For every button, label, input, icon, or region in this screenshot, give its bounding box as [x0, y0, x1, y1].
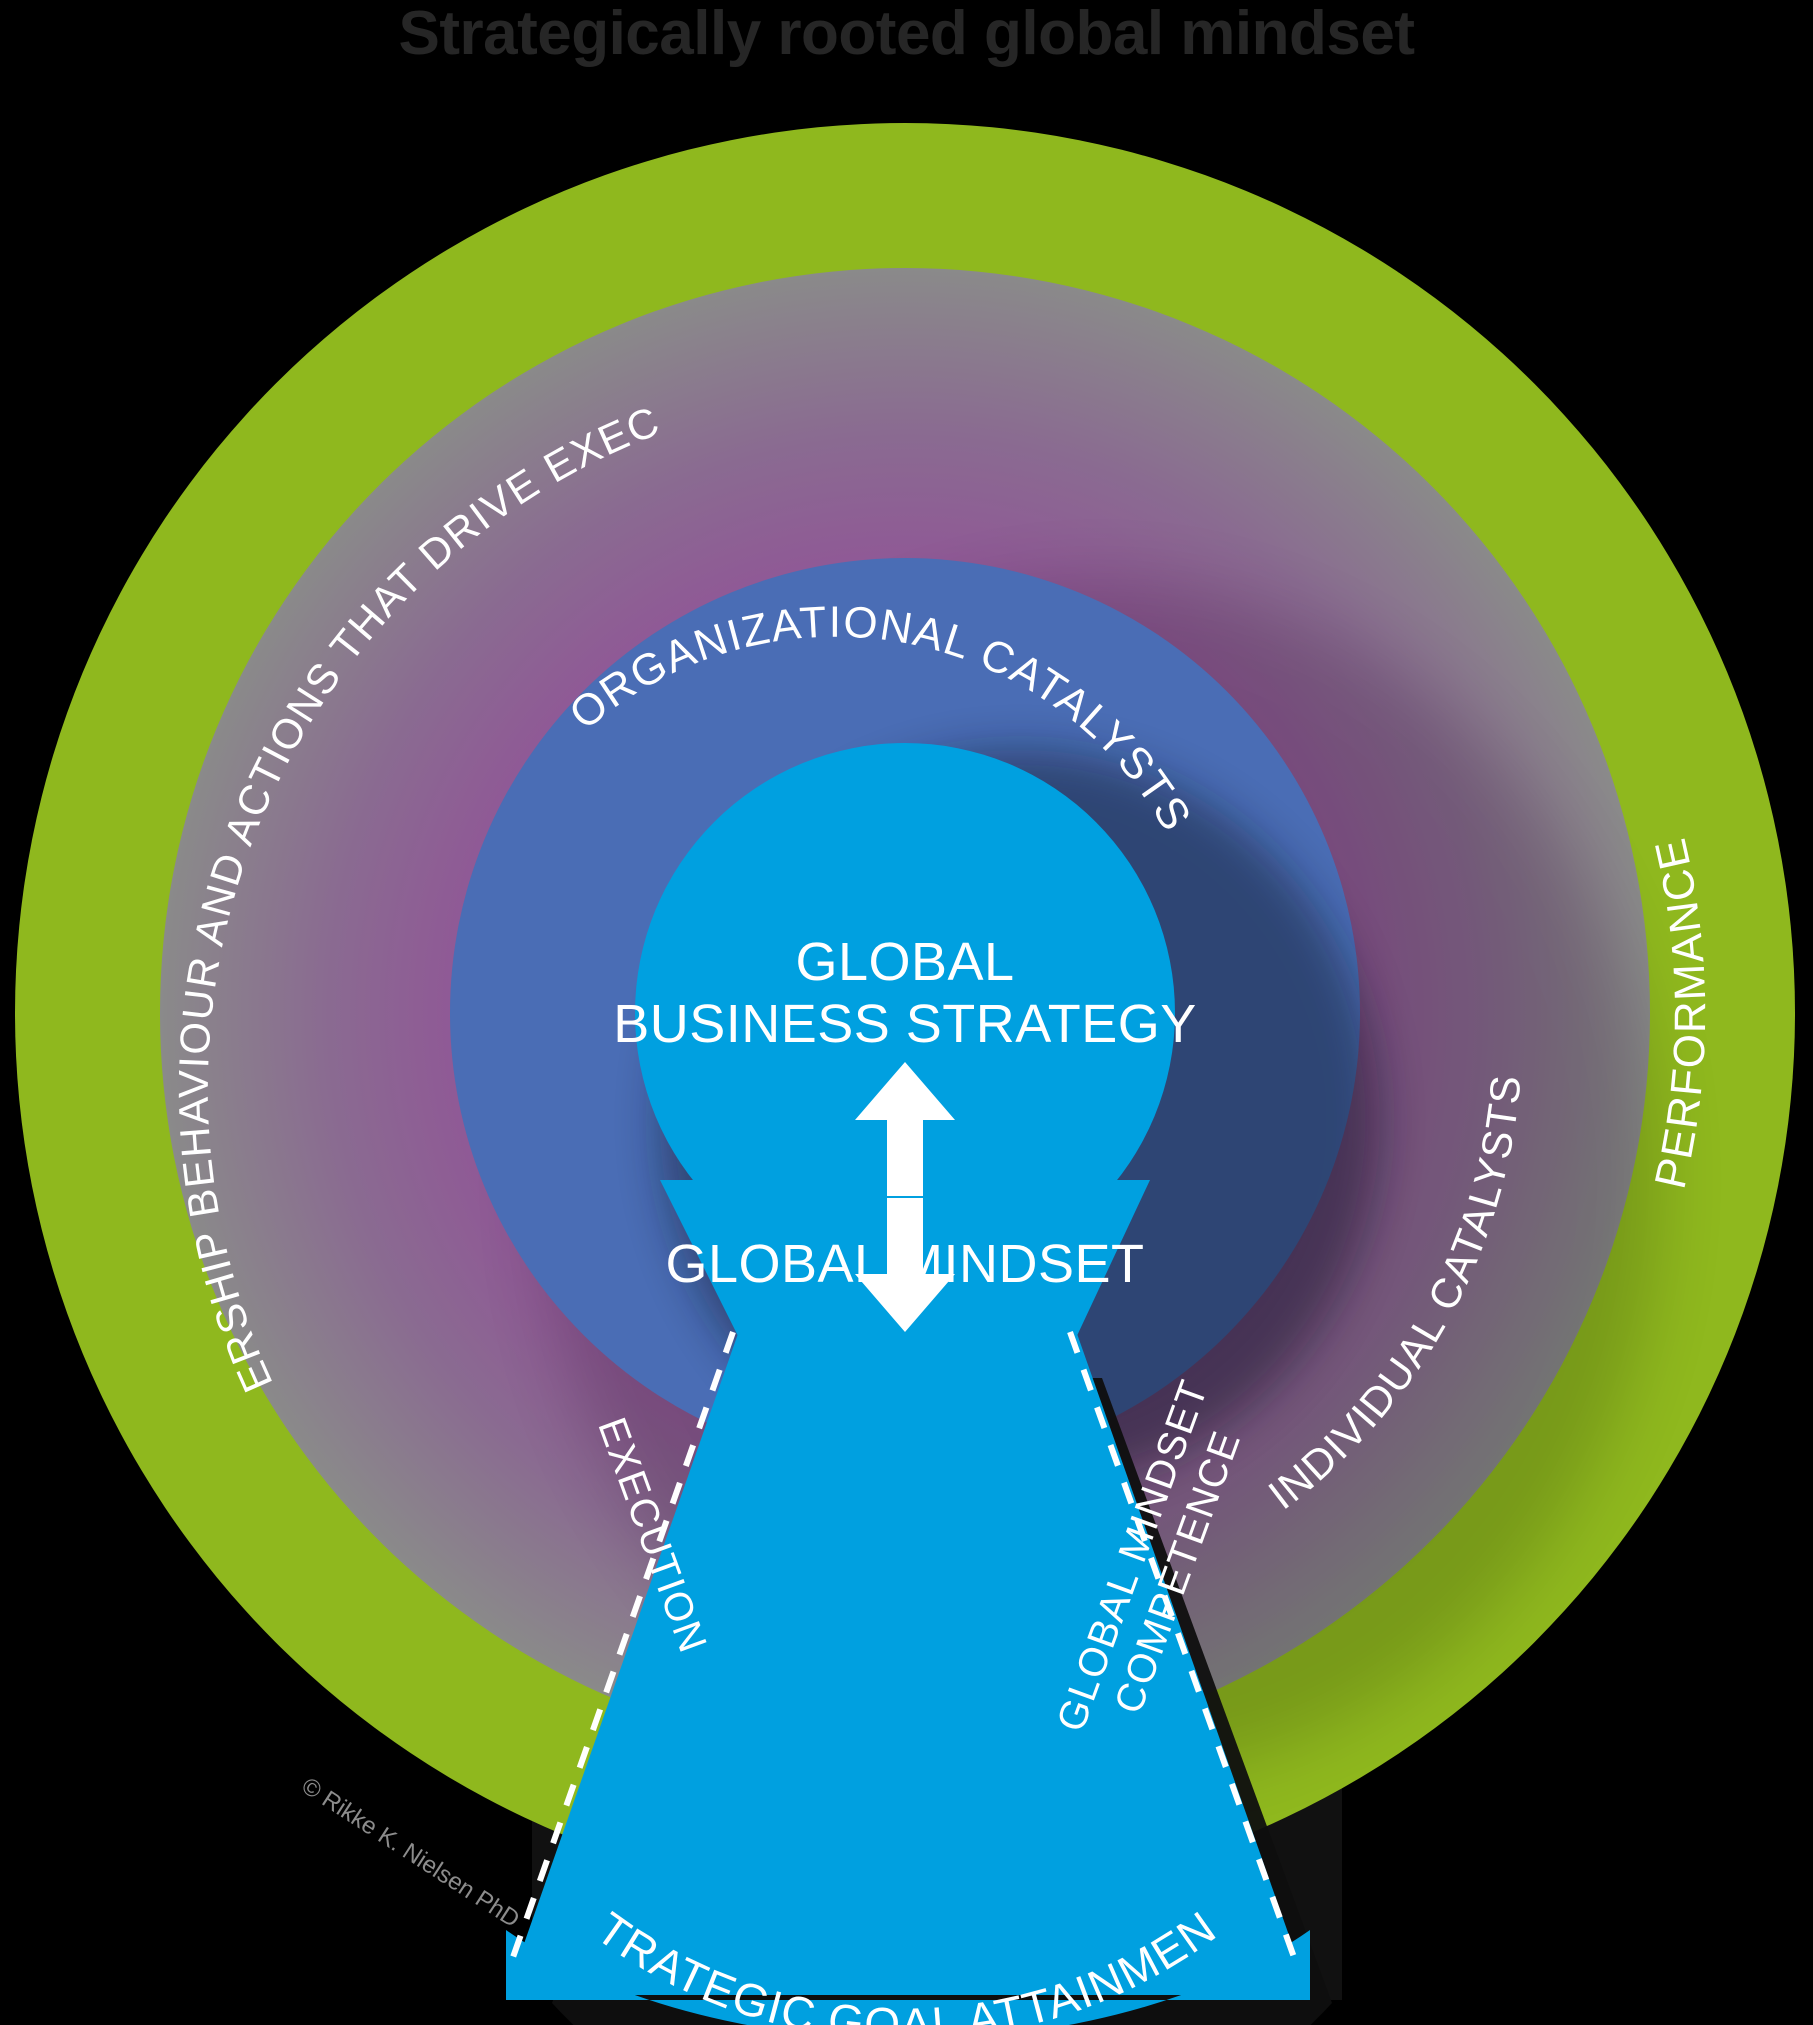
double-headed-arrow-icon — [855, 1062, 955, 1332]
core-circle — [635, 743, 1175, 1283]
page-title: Strategically rooted global mindset — [398, 0, 1415, 68]
core-line-2: BUSINESS STRATEGY — [613, 994, 1197, 1054]
keyhole-trapezoid — [506, 1328, 1310, 1995]
core-line-1: GLOBAL — [795, 932, 1014, 992]
keyhole-dashed-edges — [509, 1330, 1298, 1962]
core-line-3b: GLOBAL MINDSET — [665, 1234, 1144, 1294]
keyhole-bottom-arc — [506, 1930, 1310, 2025]
